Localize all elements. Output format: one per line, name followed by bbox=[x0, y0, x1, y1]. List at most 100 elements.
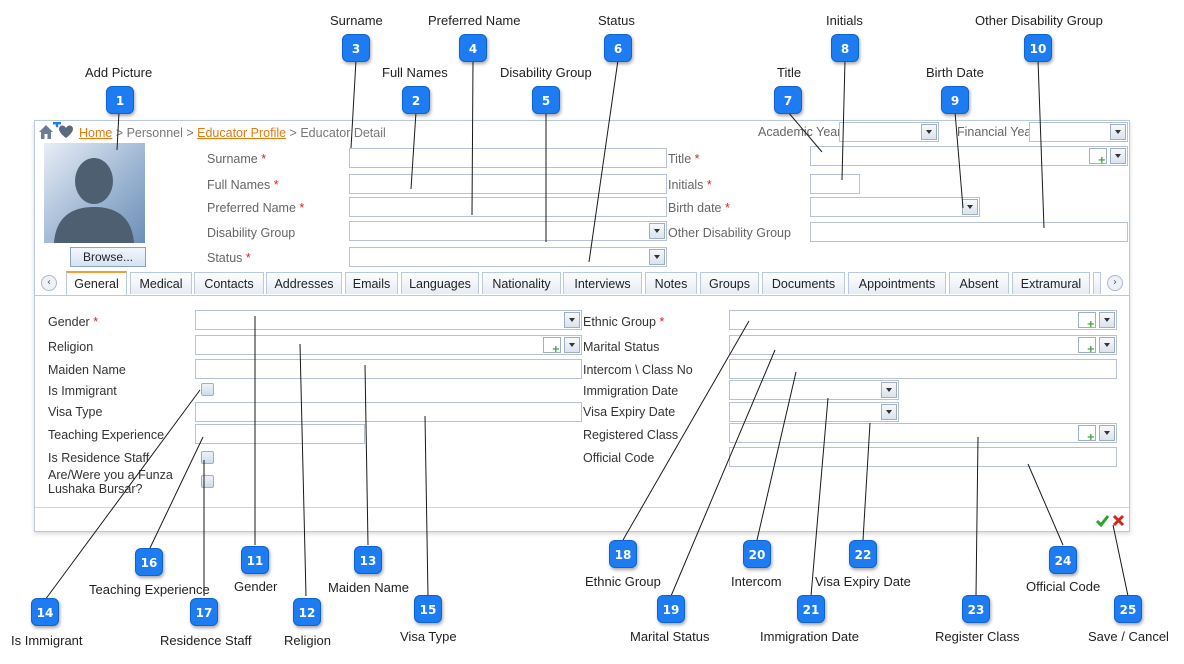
tab-interviews[interactable]: Interviews bbox=[563, 272, 642, 294]
ethnic-group-select[interactable] bbox=[729, 310, 1117, 330]
tab-overflow[interactable] bbox=[1093, 272, 1101, 294]
annotation-badge-18: 18 bbox=[609, 540, 637, 568]
tab-languages[interactable]: Languages bbox=[401, 272, 479, 294]
tab-scroll-left-icon[interactable]: ‹ bbox=[41, 275, 57, 291]
other-disability-group-input[interactable] bbox=[810, 222, 1128, 242]
annotation-badge-7: 7 bbox=[774, 86, 802, 114]
annotation-badge-6: 6 bbox=[604, 34, 632, 62]
annotation-caption-10: Other Disability Group bbox=[975, 13, 1103, 28]
annotation-caption-25: Save / Cancel bbox=[1088, 629, 1169, 644]
initials-input[interactable] bbox=[810, 174, 860, 194]
annotation-badge-19: 19 bbox=[657, 595, 685, 623]
visa-expiry-date-picker[interactable] bbox=[729, 402, 899, 422]
annotation-badge-14: 14 bbox=[31, 598, 59, 626]
browse-button[interactable]: Browse... bbox=[70, 247, 146, 267]
preferred-name-input[interactable] bbox=[349, 197, 667, 217]
tab-extramural[interactable]: Extramural bbox=[1012, 272, 1090, 294]
check-icon[interactable] bbox=[1095, 515, 1110, 528]
chevron-down-icon[interactable] bbox=[564, 337, 580, 353]
chevron-down-icon[interactable] bbox=[921, 124, 937, 140]
is-immigrant-checkbox[interactable] bbox=[201, 383, 214, 396]
intercom-label: Intercom \ Class No bbox=[583, 363, 693, 377]
visa-type-input[interactable] bbox=[195, 402, 582, 422]
intercom-input[interactable] bbox=[729, 359, 1117, 379]
annotation-caption-17: Residence Staff bbox=[160, 633, 252, 648]
chevron-down-icon[interactable] bbox=[649, 223, 665, 239]
tab-appointments[interactable]: Appointments bbox=[848, 272, 946, 294]
chevron-down-icon[interactable] bbox=[1099, 312, 1115, 328]
chevron-down-icon[interactable] bbox=[1110, 124, 1126, 140]
chevron-down-icon[interactable] bbox=[1110, 148, 1126, 164]
tab-absent[interactable]: Absent bbox=[949, 272, 1009, 294]
registered-class-select[interactable] bbox=[729, 423, 1117, 443]
full-names-input[interactable] bbox=[349, 174, 667, 194]
annotation-badge-11: 11 bbox=[241, 546, 269, 574]
title-label: Title * bbox=[668, 152, 700, 166]
maiden-name-input[interactable] bbox=[195, 359, 582, 379]
tab-addresses[interactable]: Addresses bbox=[266, 272, 342, 294]
annotation-badge-8: 8 bbox=[831, 34, 859, 62]
annotation-caption-24: Official Code bbox=[1026, 579, 1101, 594]
annotation-caption-2: Full Names bbox=[382, 65, 448, 80]
chevron-down-icon[interactable] bbox=[881, 382, 897, 398]
disability-group-select[interactable] bbox=[349, 221, 667, 241]
funza-lushaka-checkbox[interactable] bbox=[201, 475, 214, 488]
breadcrumb-home-link[interactable]: Home bbox=[79, 126, 113, 140]
add-item-icon[interactable] bbox=[1078, 425, 1096, 443]
close-icon[interactable] bbox=[1112, 514, 1125, 527]
home-icon[interactable] bbox=[37, 122, 77, 142]
official-code-input[interactable] bbox=[729, 447, 1117, 467]
chevron-down-icon[interactable] bbox=[1099, 337, 1115, 353]
academic-year-select[interactable] bbox=[839, 122, 939, 142]
annotation-caption-11: Gender bbox=[234, 579, 278, 594]
chevron-down-icon[interactable] bbox=[649, 249, 665, 265]
profile-picture bbox=[44, 143, 145, 243]
annotation-caption-12: Religion bbox=[284, 633, 331, 648]
tab-notes[interactable]: Notes bbox=[645, 272, 697, 294]
is-residence-staff-label: Is Residence Staff bbox=[48, 451, 150, 465]
annotation-caption-5: Disability Group bbox=[500, 65, 592, 80]
chevron-down-icon[interactable] bbox=[564, 312, 580, 328]
add-item-icon[interactable] bbox=[1078, 312, 1096, 330]
marital-status-select[interactable] bbox=[729, 335, 1117, 355]
status-select[interactable] bbox=[349, 247, 667, 267]
annotation-badge-24: 24 bbox=[1049, 546, 1077, 574]
annotation-caption-14: Is Immigrant bbox=[11, 633, 83, 648]
annotation-badge-9: 9 bbox=[941, 86, 969, 114]
tab-medical[interactable]: Medical bbox=[130, 272, 192, 294]
tab-emails[interactable]: Emails bbox=[345, 272, 398, 294]
teaching-experience-input[interactable] bbox=[195, 424, 365, 444]
breadcrumb-personnel[interactable]: Personnel bbox=[126, 126, 183, 140]
tab-scroll-right-icon[interactable]: › bbox=[1107, 275, 1123, 291]
add-item-icon[interactable] bbox=[543, 337, 561, 355]
annotation-badge-3: 3 bbox=[342, 34, 370, 62]
breadcrumb: Home > Personnel > Educator Profile > Ed… bbox=[79, 126, 386, 140]
tab-general[interactable]: General bbox=[66, 271, 127, 295]
financial-year-select[interactable] bbox=[1029, 122, 1128, 142]
annotation-caption-13: Maiden Name bbox=[328, 580, 409, 595]
chevron-down-icon[interactable] bbox=[962, 199, 978, 215]
annotation-caption-18: Ethnic Group bbox=[585, 574, 661, 589]
chevron-down-icon[interactable] bbox=[1099, 425, 1115, 441]
religion-select[interactable] bbox=[195, 335, 582, 355]
breadcrumb-profile-link[interactable]: Educator Profile bbox=[197, 126, 287, 140]
annotation-badge-20: 20 bbox=[743, 540, 771, 568]
tab-bar: ‹ General Medical Contacts Addresses Ema… bbox=[35, 269, 1129, 296]
surname-input[interactable] bbox=[349, 148, 667, 168]
tab-contacts[interactable]: Contacts bbox=[194, 272, 264, 294]
birth-date-picker[interactable] bbox=[810, 197, 980, 217]
add-item-icon[interactable] bbox=[1089, 148, 1107, 166]
birth-date-label: Birth date * bbox=[668, 201, 730, 215]
tab-documents[interactable]: Documents bbox=[762, 272, 845, 294]
add-item-icon[interactable] bbox=[1078, 337, 1096, 355]
title-select[interactable] bbox=[810, 146, 1128, 166]
is-residence-staff-checkbox[interactable] bbox=[201, 451, 214, 464]
annotation-badge-4: 4 bbox=[459, 34, 487, 62]
chevron-down-icon[interactable] bbox=[881, 404, 897, 420]
annotation-caption-15: Visa Type bbox=[400, 629, 457, 644]
immigration-date-picker[interactable] bbox=[729, 380, 899, 400]
gender-select[interactable] bbox=[195, 310, 582, 330]
tab-nationality[interactable]: Nationality bbox=[482, 272, 561, 294]
annotation-caption-22: Visa Expiry Date bbox=[815, 574, 911, 589]
tab-groups[interactable]: Groups bbox=[700, 272, 759, 294]
